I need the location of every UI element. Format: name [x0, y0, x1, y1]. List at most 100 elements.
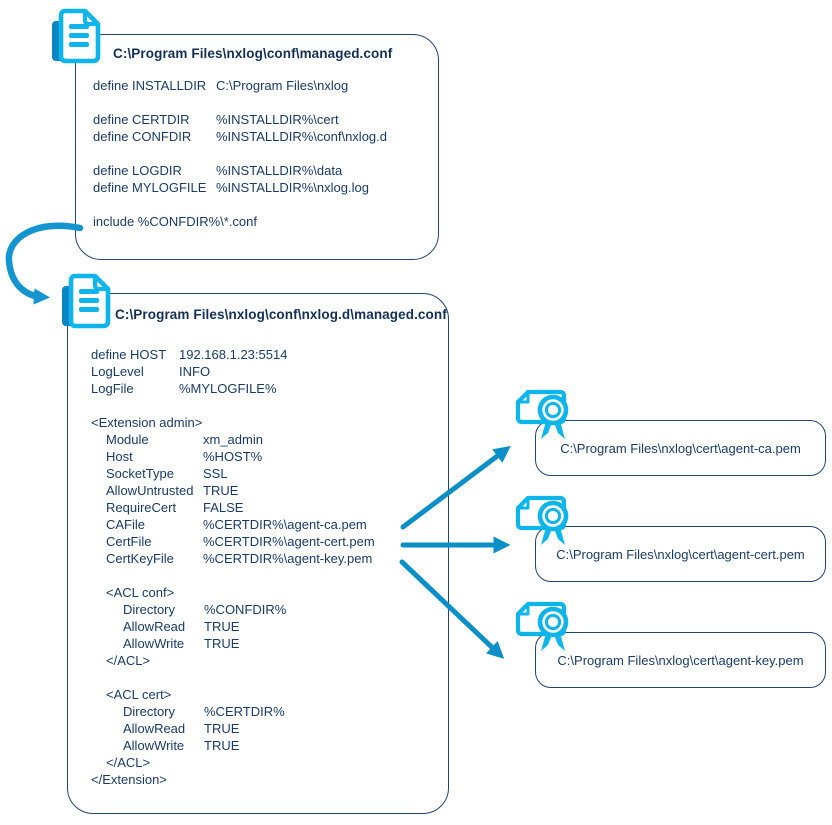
config-line: </Extension> — [91, 771, 375, 788]
config-line — [91, 567, 375, 584]
config-line-value: %CERTDIR%\agent-cert.pem — [203, 534, 375, 549]
config-line-value: %CERTDIR% — [204, 704, 285, 719]
certificate-path-text: C:\Program Files\nxlog\cert\agent-ca.pem — [560, 440, 801, 456]
config-line-value: C:\Program Files\nxlog — [216, 78, 349, 93]
config-line-value: %HOST% — [203, 449, 263, 464]
certificate-path-text: C:\Program Files\nxlog\cert\agent-cert.p… — [556, 546, 805, 562]
certificate-file-item: C:\Program Files\nxlog\cert\agent-ca.pem — [512, 388, 832, 494]
config-line-key: AllowWrite — [123, 636, 185, 651]
certificate-icon — [515, 389, 569, 439]
config-line-value: %INSTALLDIR%\cert — [216, 112, 339, 127]
config-line-key: SocketType — [106, 466, 174, 481]
config-line: RequireCert FALSE — [91, 499, 375, 516]
config-line — [91, 669, 375, 686]
config-line: LogLevel INFO — [91, 363, 375, 380]
certificate-path-text: C:\Program Files\nxlog\cert\agent-key.pe… — [557, 652, 804, 668]
config-line-key: Directory — [123, 704, 176, 719]
config-line — [93, 94, 387, 111]
config-line-value: %INSTALLDIR%\conf\nxlog.d — [216, 129, 387, 144]
config-line: AllowWrite TRUE — [91, 737, 375, 754]
config-line — [93, 196, 387, 213]
config-line-key: CertFile — [106, 534, 152, 549]
config-line-key: LogLevel — [91, 364, 144, 379]
config-line-key: LogFile — [91, 381, 134, 396]
config-line: AllowRead TRUE — [91, 618, 375, 635]
config-line-value: %CERTDIR%\agent-key.pem — [203, 551, 373, 566]
config-line: AllowWrite TRUE — [91, 635, 375, 652]
config-line-value: %MYLOGFILE% — [179, 381, 277, 396]
config-line: Module xm_admin — [91, 431, 375, 448]
config-line-value: 192.168.1.23:5514 — [179, 347, 288, 362]
certificate-file-item: C:\Program Files\nxlog\cert\agent-key.pe… — [512, 600, 832, 706]
config-line-key: CAFile — [106, 517, 146, 532]
certificate-file-item: C:\Program Files\nxlog\cert\agent-cert.p… — [512, 494, 832, 600]
config-line-key — [93, 196, 216, 213]
config-line-key: AllowRead — [123, 619, 186, 634]
config-line-key: define CONFDIR — [93, 129, 192, 144]
config-line-key: Module — [106, 432, 149, 447]
config-line-key: </ACL> — [106, 653, 151, 668]
config-line-value: %INSTALLDIR%\nxlog.log — [216, 180, 369, 195]
config-line: AllowUntrusted TRUE — [91, 482, 375, 499]
config-line-key: AllowUntrusted — [106, 483, 194, 498]
config-line-value: TRUE — [204, 738, 240, 753]
config-line: </ACL> — [91, 754, 375, 771]
certificate-path-box: C:\Program Files\nxlog\cert\agent-key.pe… — [535, 632, 826, 688]
config-line-key: Directory — [123, 602, 176, 617]
config-file-path-title: C:\Program Files\nxlog\conf\managed.conf — [113, 46, 393, 61]
config-line: define CONFDIR %INSTALLDIR%\conf\nxlog.d — [93, 128, 387, 145]
config-line: LogFile %MYLOGFILE% — [91, 380, 375, 397]
config-line: include %CONFDIR%\*.conf — [93, 213, 387, 230]
config-line-value: %CONFDIR% — [204, 602, 287, 617]
config-line: define LOGDIR%INSTALLDIR%\data — [93, 162, 387, 179]
config-file-panel-managed-conf: C:\Program Files\nxlog\conf\managed.conf… — [75, 34, 439, 260]
config-line: <Extension admin> — [91, 414, 375, 431]
config-line-key: Host — [106, 449, 133, 464]
certificate-file-list: C:\Program Files\nxlog\cert\agent-ca.pem… — [512, 388, 832, 706]
config-line-key: </ACL> — [106, 755, 151, 770]
config-line: <ACL cert> — [91, 686, 375, 703]
config-line: CAFile %CERTDIR%\agent-ca.pem — [91, 516, 375, 533]
config-line-value: SSL — [203, 466, 228, 481]
config-line-key: define CERTDIR — [93, 112, 190, 127]
config-line: define MYLOGFILE %INSTALLDIR%\nxlog.log — [93, 179, 387, 196]
config-line: SocketType SSL — [91, 465, 375, 482]
config-line: Directory %CONFDIR% — [91, 601, 375, 618]
certificate-icon — [515, 495, 569, 545]
config-line-value: TRUE — [204, 619, 240, 634]
config-line-value: %INSTALLDIR%\data — [216, 163, 343, 178]
config-file-path-title: C:\Program Files\nxlog\conf\nxlog.d\mana… — [115, 307, 447, 322]
certificate-icon — [515, 601, 569, 651]
config-line-value: FALSE — [203, 500, 244, 515]
config-file-panel-nxlogd-managed-conf: C:\Program Files\nxlog\conf\nxlog.d\mana… — [67, 293, 449, 814]
config-line-key: </Extension> — [91, 772, 167, 787]
config-line: CertKeyFile%CERTDIR%\agent-key.pem — [91, 550, 375, 567]
config-line-key: define MYLOGFILE — [93, 180, 207, 195]
config-line — [91, 397, 375, 414]
config-line-value: TRUE — [204, 636, 240, 651]
config-line — [93, 145, 387, 162]
config-line-key — [93, 145, 216, 162]
config-line-value: %CERTDIR%\agent-ca.pem — [203, 517, 367, 532]
config-line: <ACL conf> — [91, 584, 375, 601]
config-line-key — [91, 397, 179, 414]
config-line-key: <ACL conf> — [106, 585, 175, 600]
config-line: define CERTDIR %INSTALLDIR%\cert — [93, 111, 387, 128]
config-line: </ACL> — [91, 652, 375, 669]
config-line-key: AllowRead — [123, 721, 186, 736]
config-line-key — [106, 567, 203, 584]
config-line-value: xm_admin — [203, 432, 263, 447]
config-line-value: TRUE — [203, 483, 239, 498]
config-line-key — [106, 669, 203, 686]
certificate-path-box: C:\Program Files\nxlog\cert\agent-ca.pem — [535, 420, 826, 476]
config-line-value: INFO — [179, 364, 211, 379]
config-line-key: RequireCert — [106, 500, 177, 515]
config-line-key: AllowWrite — [123, 738, 185, 753]
config-line-key: <Extension admin> — [91, 415, 203, 430]
config-line-key — [93, 94, 216, 111]
